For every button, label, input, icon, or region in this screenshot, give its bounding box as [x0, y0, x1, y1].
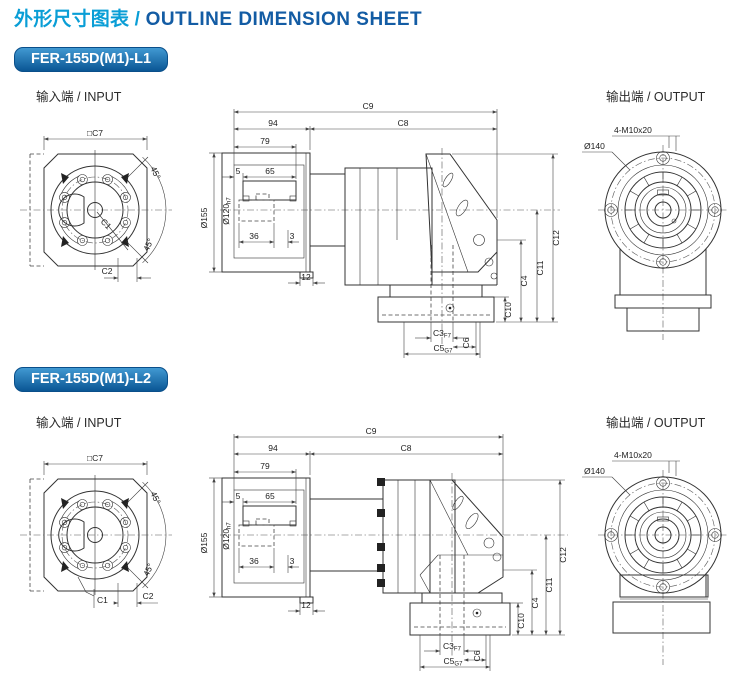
- drawing-l1: □C7 45° 45° C1 C2: [20, 101, 728, 358]
- dim-12-label: 12: [301, 272, 311, 282]
- gear-teeth: [625, 497, 701, 573]
- dim-79-label: 79: [260, 461, 270, 471]
- dim-c2-label: C2: [143, 591, 154, 601]
- dim-c6-label: C6: [472, 650, 482, 661]
- dim-c1-label: C1: [97, 595, 108, 605]
- dim-dia155-label: Ø155: [199, 207, 209, 228]
- dim-c4-label: C4: [530, 597, 540, 608]
- dim-3-label: 3: [290, 231, 295, 241]
- output-view-l2: 4-M10x20 Ø140: [582, 450, 728, 665]
- input-label-l1: 输入端 / INPUT: [36, 90, 122, 104]
- dim-65-label: 65: [265, 166, 275, 176]
- dim-c12-label: C12: [558, 547, 568, 563]
- dim-45-bottom-label: 45°: [141, 562, 155, 578]
- dim-5-label: 5: [236, 166, 241, 176]
- dim-dia155-label: Ø155: [199, 532, 209, 553]
- gear-teeth: [625, 172, 701, 248]
- dim-65-label: 65: [265, 491, 275, 501]
- dim-c9-label: C9: [363, 101, 374, 111]
- drawing-l2: □C7 45° 45° C1 C2: [20, 426, 728, 671]
- dim-c7-label: □C7: [87, 128, 103, 138]
- dim-c3-label: C3F7: [443, 641, 462, 653]
- model-badge-l2: FER-155D(M1)-L2: [14, 367, 169, 392]
- input-view-l1: □C7 45° 45° C1 C2: [20, 128, 172, 282]
- dim-36-label: 36: [249, 556, 259, 566]
- dim-c10-label: C10: [503, 302, 513, 318]
- dim-c8-label: C8: [401, 443, 412, 453]
- input-view-l2: □C7 45° 45° C1 C2: [20, 453, 172, 608]
- dim-12-label: 12: [301, 600, 311, 610]
- page-title-zh: 外形尺寸图表 /: [14, 9, 141, 30]
- dim-45-top-label: 45°: [148, 490, 162, 506]
- dim-45-top-label: 45°: [148, 165, 162, 181]
- dim-94-label: 94: [268, 443, 278, 453]
- dim-c5-label: C5G7: [444, 656, 464, 668]
- dim-5-label: 5: [236, 491, 241, 501]
- dim-c9-label: C9: [366, 426, 377, 436]
- page-title: 外形尺寸图表 / OUTLINE DIMENSION SHEET: [14, 4, 422, 31]
- dim-c3-label: C3F7: [433, 328, 452, 340]
- dim-c5-label: C5G7: [434, 343, 454, 355]
- dim-c1-label: C1: [99, 216, 114, 231]
- dim-79-label: 79: [260, 136, 270, 146]
- dim-bolt-label: 4-M10x20: [614, 125, 652, 135]
- bolt-holes: [59, 499, 131, 571]
- dim-c6-label: C6: [461, 337, 471, 348]
- side-view-l2: C9 94 C8 79 5 65 36 3 Ø155 Ø120h7: [199, 426, 568, 671]
- dim-94-label: 94: [268, 118, 278, 128]
- model-badge-l1: FER-155D(M1)-L1: [14, 47, 169, 72]
- output-label-l1: 输出端 / OUTPUT: [606, 90, 706, 104]
- dim-c7-label: □C7: [87, 453, 103, 463]
- dim-c8-label: C8: [398, 118, 409, 128]
- dim-dia120-label: Ø120h7: [221, 522, 233, 550]
- dim-bolt-label: 4-M10x20: [614, 450, 652, 460]
- dim-c10-label: C10: [516, 613, 526, 629]
- side-view-l1: C9 94 C8 79 5 65 36 3 Ø155: [199, 101, 561, 358]
- dim-dia120-label: Ø120h7: [221, 197, 233, 225]
- dim-c11-label: C11: [535, 260, 545, 275]
- page-title-en: OUTLINE DIMENSION SHEET: [145, 9, 423, 30]
- dim-c2-label: C2: [102, 266, 113, 276]
- dim-c4-label: C4: [519, 275, 529, 286]
- dim-36-label: 36: [249, 231, 259, 241]
- input-label-l2: 输入端 / INPUT: [36, 416, 122, 430]
- output-label-l2: 输出端 / OUTPUT: [606, 416, 706, 430]
- dim-c11-label: C11: [544, 577, 554, 592]
- output-view-l1: 4-M10x20 Ø140: [582, 125, 728, 340]
- dim-c12-label: C12: [551, 230, 561, 246]
- dim-dia140-label: Ø140: [584, 141, 605, 151]
- dim-3-label: 3: [290, 556, 295, 566]
- coupling-bolts: [377, 478, 385, 587]
- dim-45-bottom-label: 45°: [141, 237, 155, 253]
- bolt-holes: [59, 174, 131, 246]
- dim-dia140-label: Ø140: [584, 466, 605, 476]
